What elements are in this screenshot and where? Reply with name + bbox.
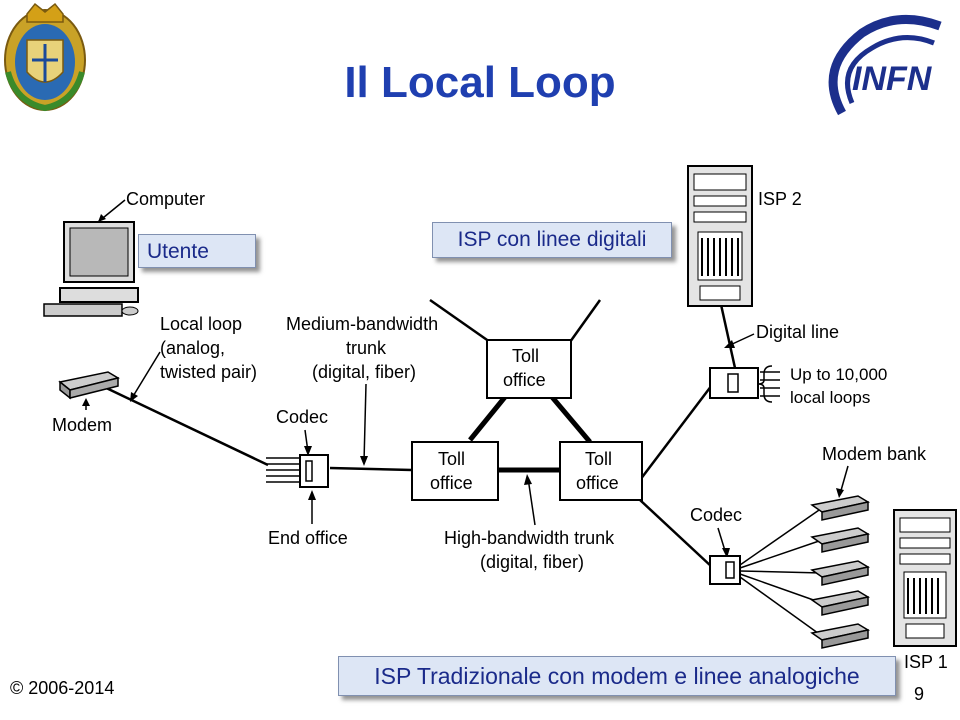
infn-logo-text: INFN xyxy=(852,60,933,98)
bank-modem-5 xyxy=(810,623,871,649)
bank-modem-1 xyxy=(810,495,871,521)
isp-traditional-callout: ISP Tradizionale con modem e linee analo… xyxy=(338,656,896,696)
university-crest-logo xyxy=(4,2,86,112)
medium-trunk-label-line3: (digital, fiber) xyxy=(312,362,416,382)
toll-office-top-line2: office xyxy=(503,370,546,390)
medium-trunk-label-line1: Medium-bandwidth xyxy=(286,314,438,334)
toll-office-right-line1: Toll xyxy=(585,449,612,469)
modem-bank-icons xyxy=(810,495,871,649)
local-loop-label-line3: twisted pair) xyxy=(160,362,257,382)
toll-office-right xyxy=(559,441,643,501)
toll-office-left-line2: office xyxy=(430,473,473,493)
modem-bank-label: Modem bank xyxy=(822,444,927,464)
page-number: 9 xyxy=(914,684,925,704)
toll-office-left xyxy=(411,441,499,501)
isp2-label: ISP 2 xyxy=(758,189,802,209)
modem-label: Modem xyxy=(52,415,112,435)
computer-icon xyxy=(43,221,139,317)
local-loops-brace xyxy=(757,365,773,403)
codec-right-label: Codec xyxy=(690,505,742,525)
fan-lines xyxy=(266,371,823,637)
isp2-codec-slot xyxy=(727,373,739,393)
copyright-footer: © 2006-2014 xyxy=(10,678,115,698)
isp1-label: ISP 1 xyxy=(904,652,948,672)
codec-left-box xyxy=(299,454,329,488)
isp-digital-callout: ISP con linee digitali xyxy=(432,222,672,258)
high-trunk-label-line1: High-bandwidth trunk xyxy=(444,528,615,548)
local-loops-note-line2: local loops xyxy=(790,388,870,407)
toll-office-top xyxy=(486,339,572,399)
local-loops-note-line1: Up to 10,000 xyxy=(790,365,887,384)
codec-left-label: Codec xyxy=(276,407,328,427)
digital-line-label: Digital line xyxy=(756,322,839,342)
modem-icon xyxy=(58,371,120,400)
codec-left-slot xyxy=(305,460,313,482)
isp1-server-icon xyxy=(893,509,957,647)
toll-office-top-line1: Toll xyxy=(512,346,539,366)
isp2-server-icon xyxy=(687,165,753,307)
toll-office-right-line2: office xyxy=(576,473,619,493)
bank-modem-2 xyxy=(810,527,871,553)
bank-modem-3 xyxy=(810,560,871,586)
bank-modem-4 xyxy=(810,590,871,616)
medium-trunk-label-line2: trunk xyxy=(346,338,387,358)
local-loop-label-line2: (analog, xyxy=(160,338,225,358)
computer-label: Computer xyxy=(126,189,205,209)
toll-office-left-line1: Toll xyxy=(438,449,465,469)
utente-callout: Utente xyxy=(138,234,256,268)
infn-logo: INFN xyxy=(828,14,942,116)
codec-right-box xyxy=(709,555,741,585)
end-office-label: End office xyxy=(268,528,348,548)
high-trunk-label-line2: (digital, fiber) xyxy=(480,552,584,572)
codec-right-slot xyxy=(725,561,735,579)
slide-title: Il Local Loop xyxy=(344,58,616,107)
local-loop-label-line1: Local loop xyxy=(160,314,242,334)
